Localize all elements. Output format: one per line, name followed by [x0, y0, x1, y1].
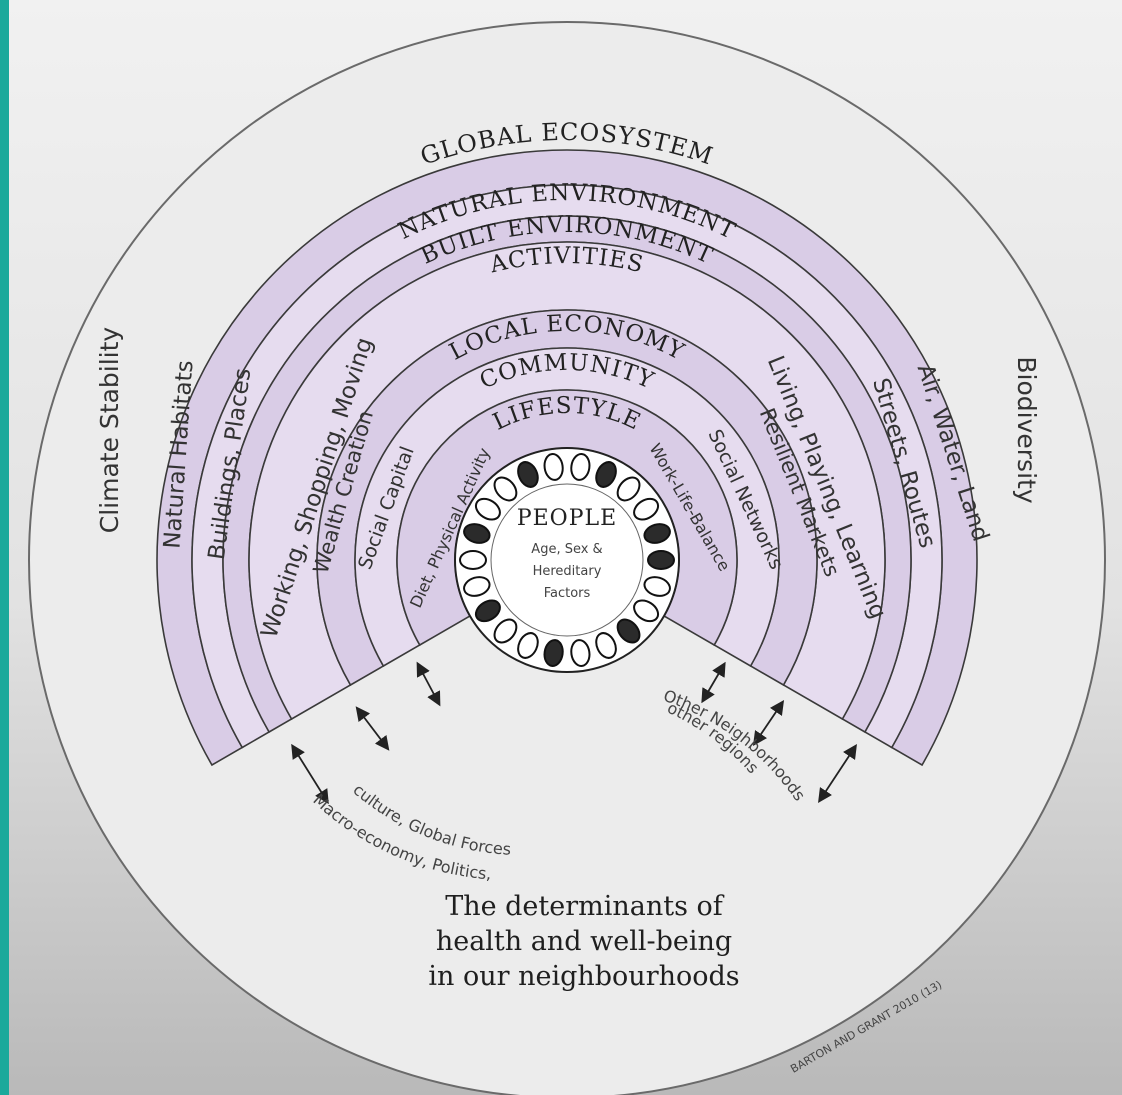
person-icon — [517, 632, 539, 659]
person-icon — [493, 476, 518, 502]
person-icon — [595, 461, 617, 488]
person-icon — [493, 618, 518, 644]
person-icon — [474, 599, 501, 623]
outer-right-label: Biodiversity — [1012, 356, 1041, 503]
arrow-left-2 — [355, 706, 390, 751]
arrow-right-3 — [818, 743, 857, 804]
person-icon — [543, 639, 564, 667]
person-icon — [463, 576, 491, 597]
people-figures — [459, 453, 675, 667]
person-icon — [570, 453, 591, 481]
exchange-arrows — [291, 661, 857, 805]
person-icon — [616, 476, 641, 502]
outer-left-label: Climate Stability — [95, 327, 124, 534]
person-icon — [633, 599, 660, 623]
accent-edge — [0, 0, 9, 1095]
person-icon — [643, 523, 671, 544]
caption-line-1: The determinants of — [445, 891, 725, 922]
caption-line-3: in our neighbourhoods — [428, 961, 739, 992]
person-icon — [633, 497, 660, 521]
arrow-left-1 — [291, 743, 329, 805]
person-icon — [570, 639, 591, 667]
person-icon — [474, 497, 501, 521]
person-icon — [643, 576, 671, 597]
caption-line-2: health and well-being — [436, 926, 732, 957]
people-title: PEOPLE — [517, 506, 617, 531]
arrow-right-2 — [752, 700, 785, 746]
people-line-2: Hereditary — [533, 564, 602, 579]
people-line-3: Factors — [544, 586, 591, 601]
people-line-1: Age, Sex & — [531, 542, 602, 557]
person-icon — [616, 618, 641, 644]
person-icon — [517, 461, 539, 488]
people-core: PEOPLE Age, Sex & Hereditary Factors — [454, 447, 680, 673]
arrow-left-3 — [416, 661, 441, 707]
person-icon — [543, 453, 564, 481]
person-icon — [595, 632, 617, 659]
person-icon — [647, 550, 675, 570]
person-icon — [463, 523, 491, 544]
person-icon — [459, 550, 487, 570]
arrow-right-1 — [701, 661, 726, 704]
